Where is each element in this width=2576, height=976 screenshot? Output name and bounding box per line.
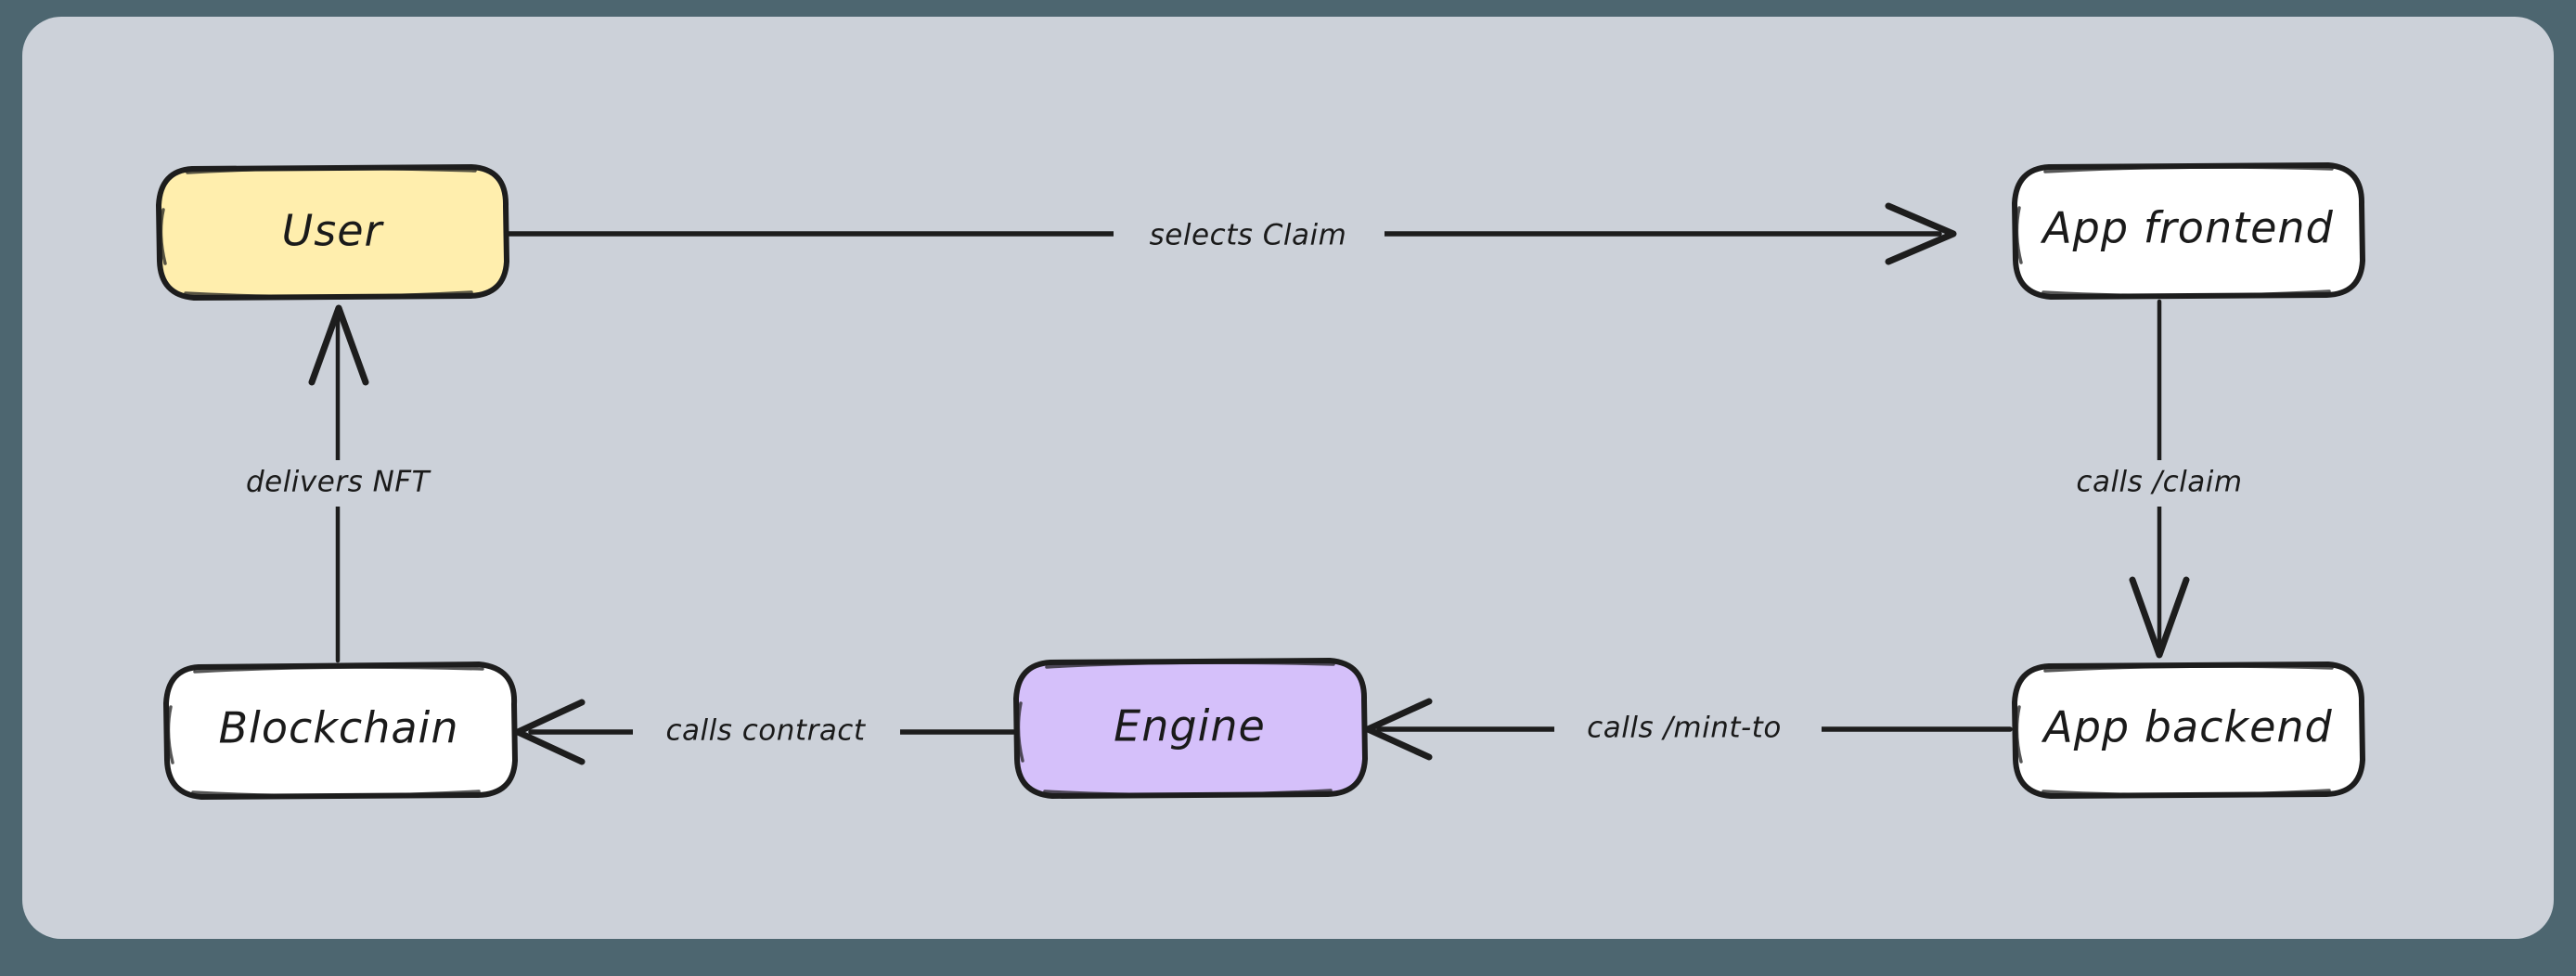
edge-label-bg <box>1554 707 1822 753</box>
node-engine[interactable]: Engine <box>1013 658 1368 799</box>
edge-label-calls-mint-to: calls /mint-to <box>1587 712 1782 745</box>
edge-label-delivers-nft: delivers NFT <box>246 466 431 499</box>
edge-engine-to-blockchain: calls contract <box>514 699 1016 765</box>
edge-label-bg <box>200 460 476 507</box>
node-label-user: User <box>282 206 385 256</box>
edge-label-calls-claim: calls /claim <box>2076 466 2242 499</box>
node-label-app-frontend: App frontend <box>2040 203 2334 253</box>
node-label-app-backend: App backend <box>2041 702 2332 752</box>
edge-user-to-frontend: selects Claim <box>506 202 1957 265</box>
edge-label-selects-claim: selects Claim <box>1150 219 1347 252</box>
edge-frontend-to-backend: calls /claim <box>2046 299 2278 659</box>
edge-label-calls-contract: calls contract <box>665 714 866 748</box>
node-label-engine: Engine <box>1114 701 1266 751</box>
node-app-backend[interactable]: App backend <box>2012 661 2365 799</box>
edge-label-bg <box>2046 460 2278 507</box>
node-user[interactable]: User <box>156 164 509 301</box>
edge-blockchain-to-user: delivers NFT <box>200 304 476 663</box>
edge-label-bg <box>1114 212 1385 258</box>
edge-label-bg <box>633 710 900 756</box>
edge-backend-to-engine: calls /mint-to <box>1364 698 2013 761</box>
node-blockchain[interactable]: Blockchain <box>163 661 518 800</box>
node-app-frontend[interactable]: App frontend <box>2012 162 2365 300</box>
node-label-blockchain: Blockchain <box>219 703 459 753</box>
